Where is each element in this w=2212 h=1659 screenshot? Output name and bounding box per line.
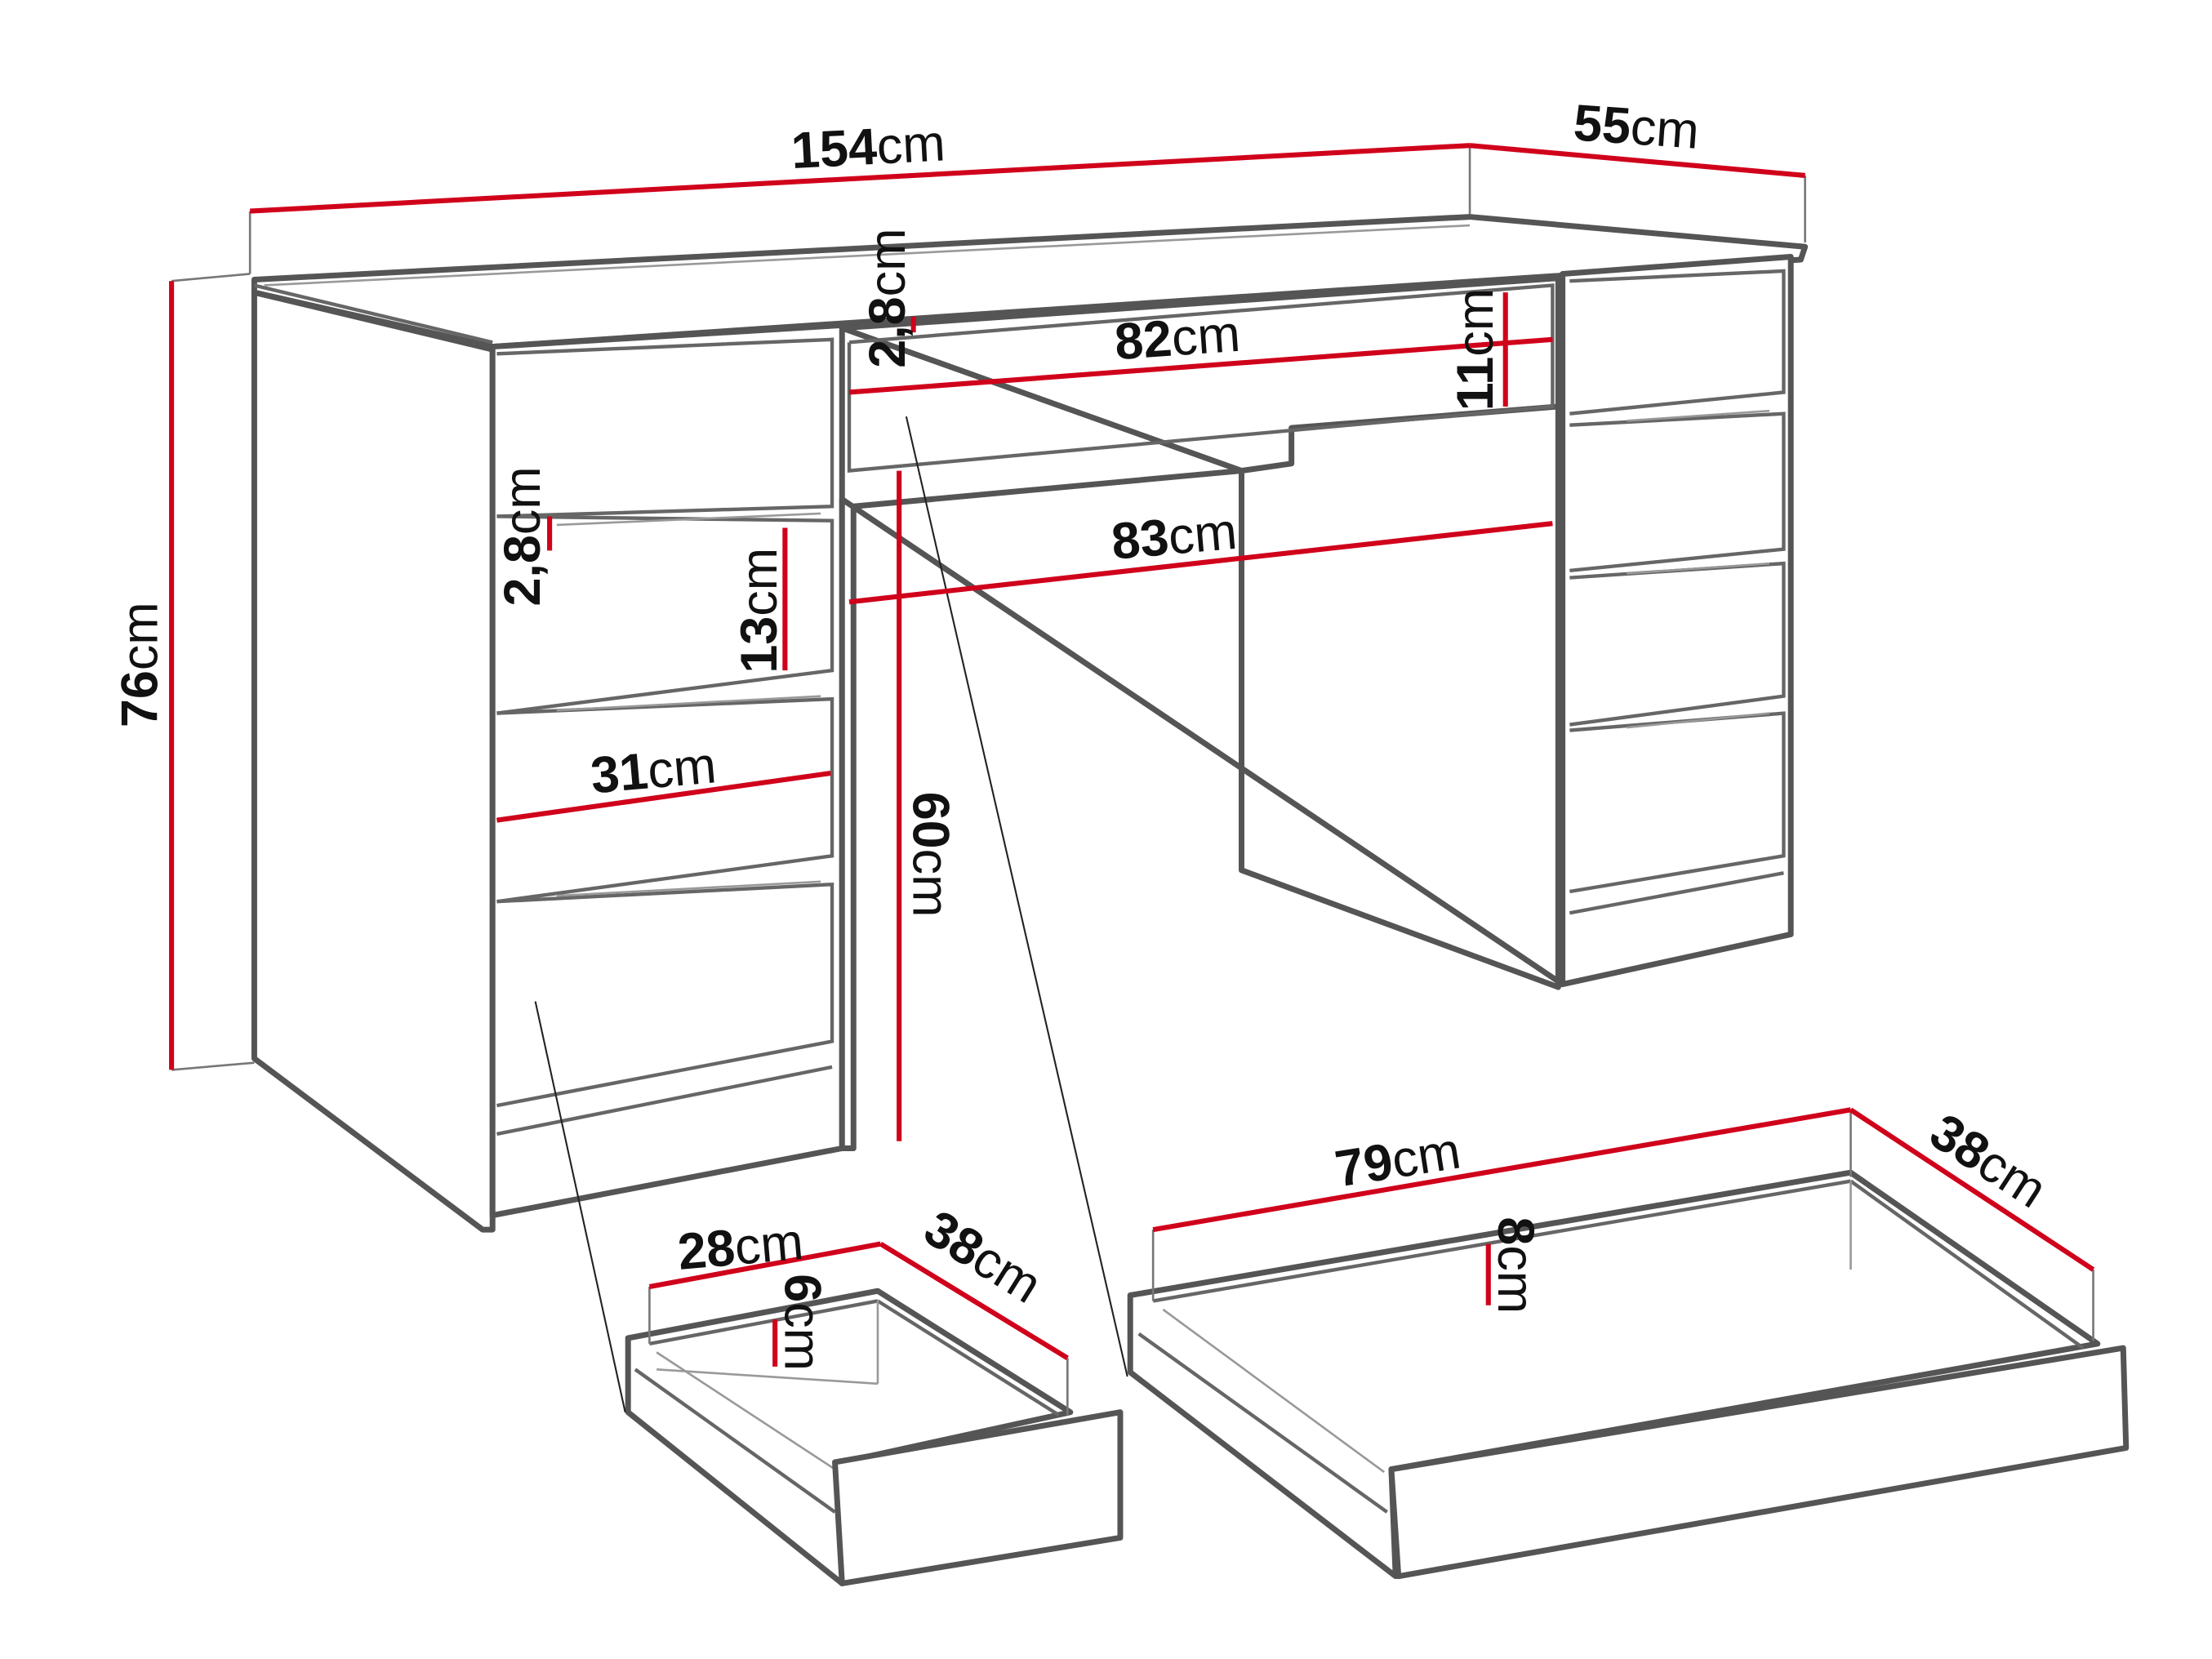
desk-top [251,214,1809,350]
small-drawer-drawing [625,1288,1124,1586]
label-left-drawer-height: 13cm [731,548,788,674]
small-drawer-front [832,1409,1124,1586]
leader-line-large-drawer [905,416,1128,1377]
large-drawer-front [1388,1345,2130,1580]
dim-line-38-large [1849,1107,2095,1272]
dim-line-55 [1469,143,1805,178]
desk-left-side [251,289,496,1233]
dim-line-83 [848,521,1553,605]
dim-line-79 [1152,1107,1852,1233]
desk-drawing [251,214,1809,1233]
dim-line-28 [648,1241,881,1289]
dimension-lines [169,143,2095,1367]
label-small-drawer-width: 28cm [675,1213,805,1281]
label-left-drawer-width: 31cm [589,736,719,804]
label-center-drawer-height: 11cm [1447,288,1504,411]
modesty-panel [839,275,1566,1151]
dim-line-82 [848,336,1553,395]
label-small-drawer-height: 6cm [773,1274,830,1371]
dim-line-38-small [879,1241,1069,1360]
label-left-gap: 2,8cm [494,466,551,606]
dim-line-154 [250,143,1471,214]
extension-lines [171,145,2094,1416]
leader-line-small-drawer [534,1001,626,1412]
right-pedestal-front [1560,254,1794,988]
label-small-drawer-depth: 38cm [915,1199,1051,1314]
label-large-drawer-height: 8cm [1487,1216,1544,1314]
label-desk-depth: 55cm [1572,94,1701,160]
label-knee-space-width: 83cm [1109,503,1239,571]
dim-line-31 [496,770,831,823]
label-large-drawer-width: 79cm [1332,1122,1465,1198]
large-drawer-drawing [1127,1169,2130,1580]
label-top-thickness: 2,8cm [859,229,916,368]
label-desk-width: 154cm [790,114,946,180]
label-knee-space-height: 60cm [902,792,959,918]
label-desk-height: 76cm [112,602,169,727]
label-center-drawer-width: 82cm [1113,305,1242,371]
